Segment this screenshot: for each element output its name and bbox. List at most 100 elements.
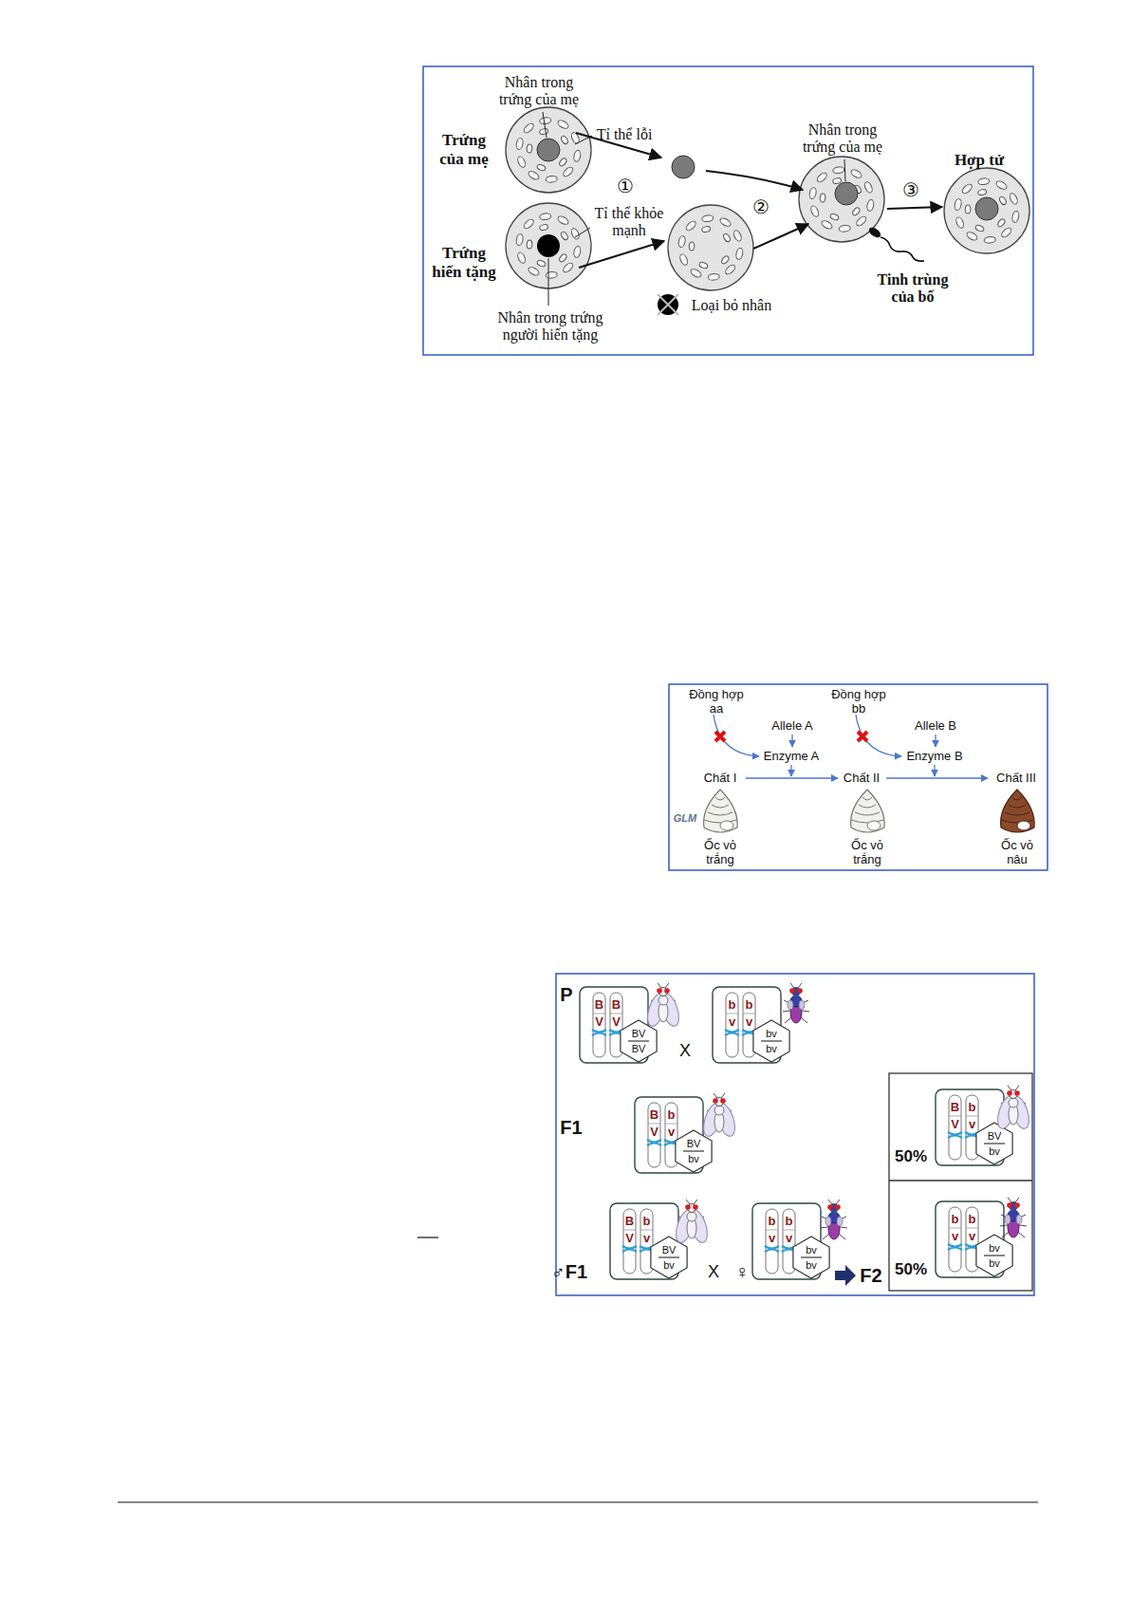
fruit-fly (994, 1085, 1033, 1131)
leader-line (574, 227, 591, 238)
phenotype-label: Ốc vỏ trắng (693, 838, 747, 868)
arrow (753, 223, 809, 249)
fly-wing (672, 1206, 698, 1244)
allele-letter: B (649, 1108, 659, 1123)
fruit-fly (820, 1199, 848, 1240)
mitochondrion (701, 214, 714, 223)
arrow (705, 170, 803, 190)
allele-letter: V (594, 1015, 604, 1030)
fly-antenna (828, 1199, 840, 1205)
part-title: Trứng hiến tặng (426, 243, 501, 281)
egg-group (505, 107, 1030, 291)
part-title: Tinh trùng của bố (869, 271, 957, 307)
chromosome (725, 992, 739, 1057)
mitochondrion (707, 273, 721, 281)
mitochondria (515, 116, 1020, 280)
mitochondrion (556, 214, 571, 226)
snail-shell (851, 789, 886, 833)
shell-aperture (720, 820, 734, 831)
fly-wing (798, 1000, 805, 1010)
mitochondrion (515, 233, 524, 246)
gene-label: Đồng hợp aa (685, 687, 748, 717)
fly-antenna (790, 982, 802, 988)
gene-band (640, 1229, 653, 1231)
figure-frame (668, 684, 1048, 871)
fly-antenna (657, 982, 669, 988)
fly-groups (579, 982, 1033, 1280)
mitochondrion (977, 188, 987, 197)
fly-antenna (1007, 1197, 1020, 1203)
genotype-text: bv (805, 1259, 817, 1272)
step-number: ③ (902, 179, 920, 202)
arrow (934, 734, 936, 747)
watermark: GLM (673, 812, 697, 825)
allele-letter: V (611, 1015, 621, 1030)
genotype-text: bv (687, 1152, 700, 1166)
nucleus (671, 155, 695, 179)
mitochondrion (559, 230, 570, 242)
fraction-bar (658, 1257, 680, 1259)
allele-letter: V (625, 1231, 634, 1246)
fly-eye (834, 1204, 841, 1210)
allele-letter: b (643, 1214, 651, 1229)
gene-label: Đồng hợp bb (827, 687, 890, 717)
callout-label: Loại bỏ nhân (691, 296, 772, 315)
substance-label: Chất II (843, 771, 880, 786)
allele-letter: b (785, 1214, 794, 1229)
nucleus (975, 197, 999, 221)
allele-letter: B (611, 998, 621, 1013)
mitochondrion (557, 157, 568, 167)
mitochondrion (570, 227, 581, 242)
centromere (647, 1139, 662, 1146)
centromere (592, 1029, 607, 1036)
fly-wing (700, 1100, 725, 1138)
fly-wing (657, 990, 683, 1028)
allele-letter: B (594, 998, 604, 1013)
fly-eye (1006, 1090, 1013, 1096)
nucleus (834, 182, 858, 205)
fly-wing (787, 1000, 794, 1010)
gene-label: Allele A (771, 719, 813, 734)
mitochondrion (698, 260, 708, 270)
mitochondrion (559, 134, 570, 146)
mother-egg (505, 107, 592, 193)
mitochondrion (866, 199, 875, 212)
chromosome (623, 1208, 636, 1274)
allele-letter: b (728, 998, 737, 1013)
genotype-text: bv (765, 1027, 778, 1040)
allele-letter: v (728, 1015, 736, 1030)
mitochondrion (515, 137, 524, 150)
mitochondrion (974, 223, 984, 233)
mitochondrion (538, 116, 552, 125)
mitochondrion (851, 206, 861, 217)
leader-line (542, 111, 547, 138)
mitochondrion (536, 163, 546, 172)
fraction-bar (983, 1255, 1005, 1257)
shell-whorl (1008, 804, 1026, 808)
allele-letter: v (785, 1231, 793, 1246)
mitochondrion (977, 177, 990, 186)
fly-antenna (713, 1093, 725, 1098)
centromere (764, 1245, 779, 1252)
mitochondrion (965, 230, 980, 242)
mitochondrion (850, 167, 864, 180)
mitochondrion (1000, 226, 1013, 240)
fly-eye (827, 1204, 834, 1210)
fly-thorax (658, 995, 668, 1005)
arrow (745, 777, 838, 779)
allele-letter: v (968, 1117, 976, 1132)
callout-label: Nhân trong trứng người hiến tặng (479, 309, 622, 345)
mitochondrion (536, 259, 546, 268)
fruit-fly (644, 982, 683, 1029)
substance-label: Chất I (704, 771, 738, 786)
callout-label: Nhân trong trứng của mẹ (489, 74, 589, 110)
mitochondrion (678, 253, 689, 267)
fly-wing (1004, 1214, 1011, 1224)
gene-band (610, 1013, 623, 1015)
allele-letter: b (951, 1212, 960, 1227)
allele-letter: v (667, 1125, 675, 1140)
fraction-bar (628, 1040, 649, 1042)
gene-band (665, 1123, 678, 1125)
phenotype-label: Ốc vỏ trắng (840, 838, 894, 868)
